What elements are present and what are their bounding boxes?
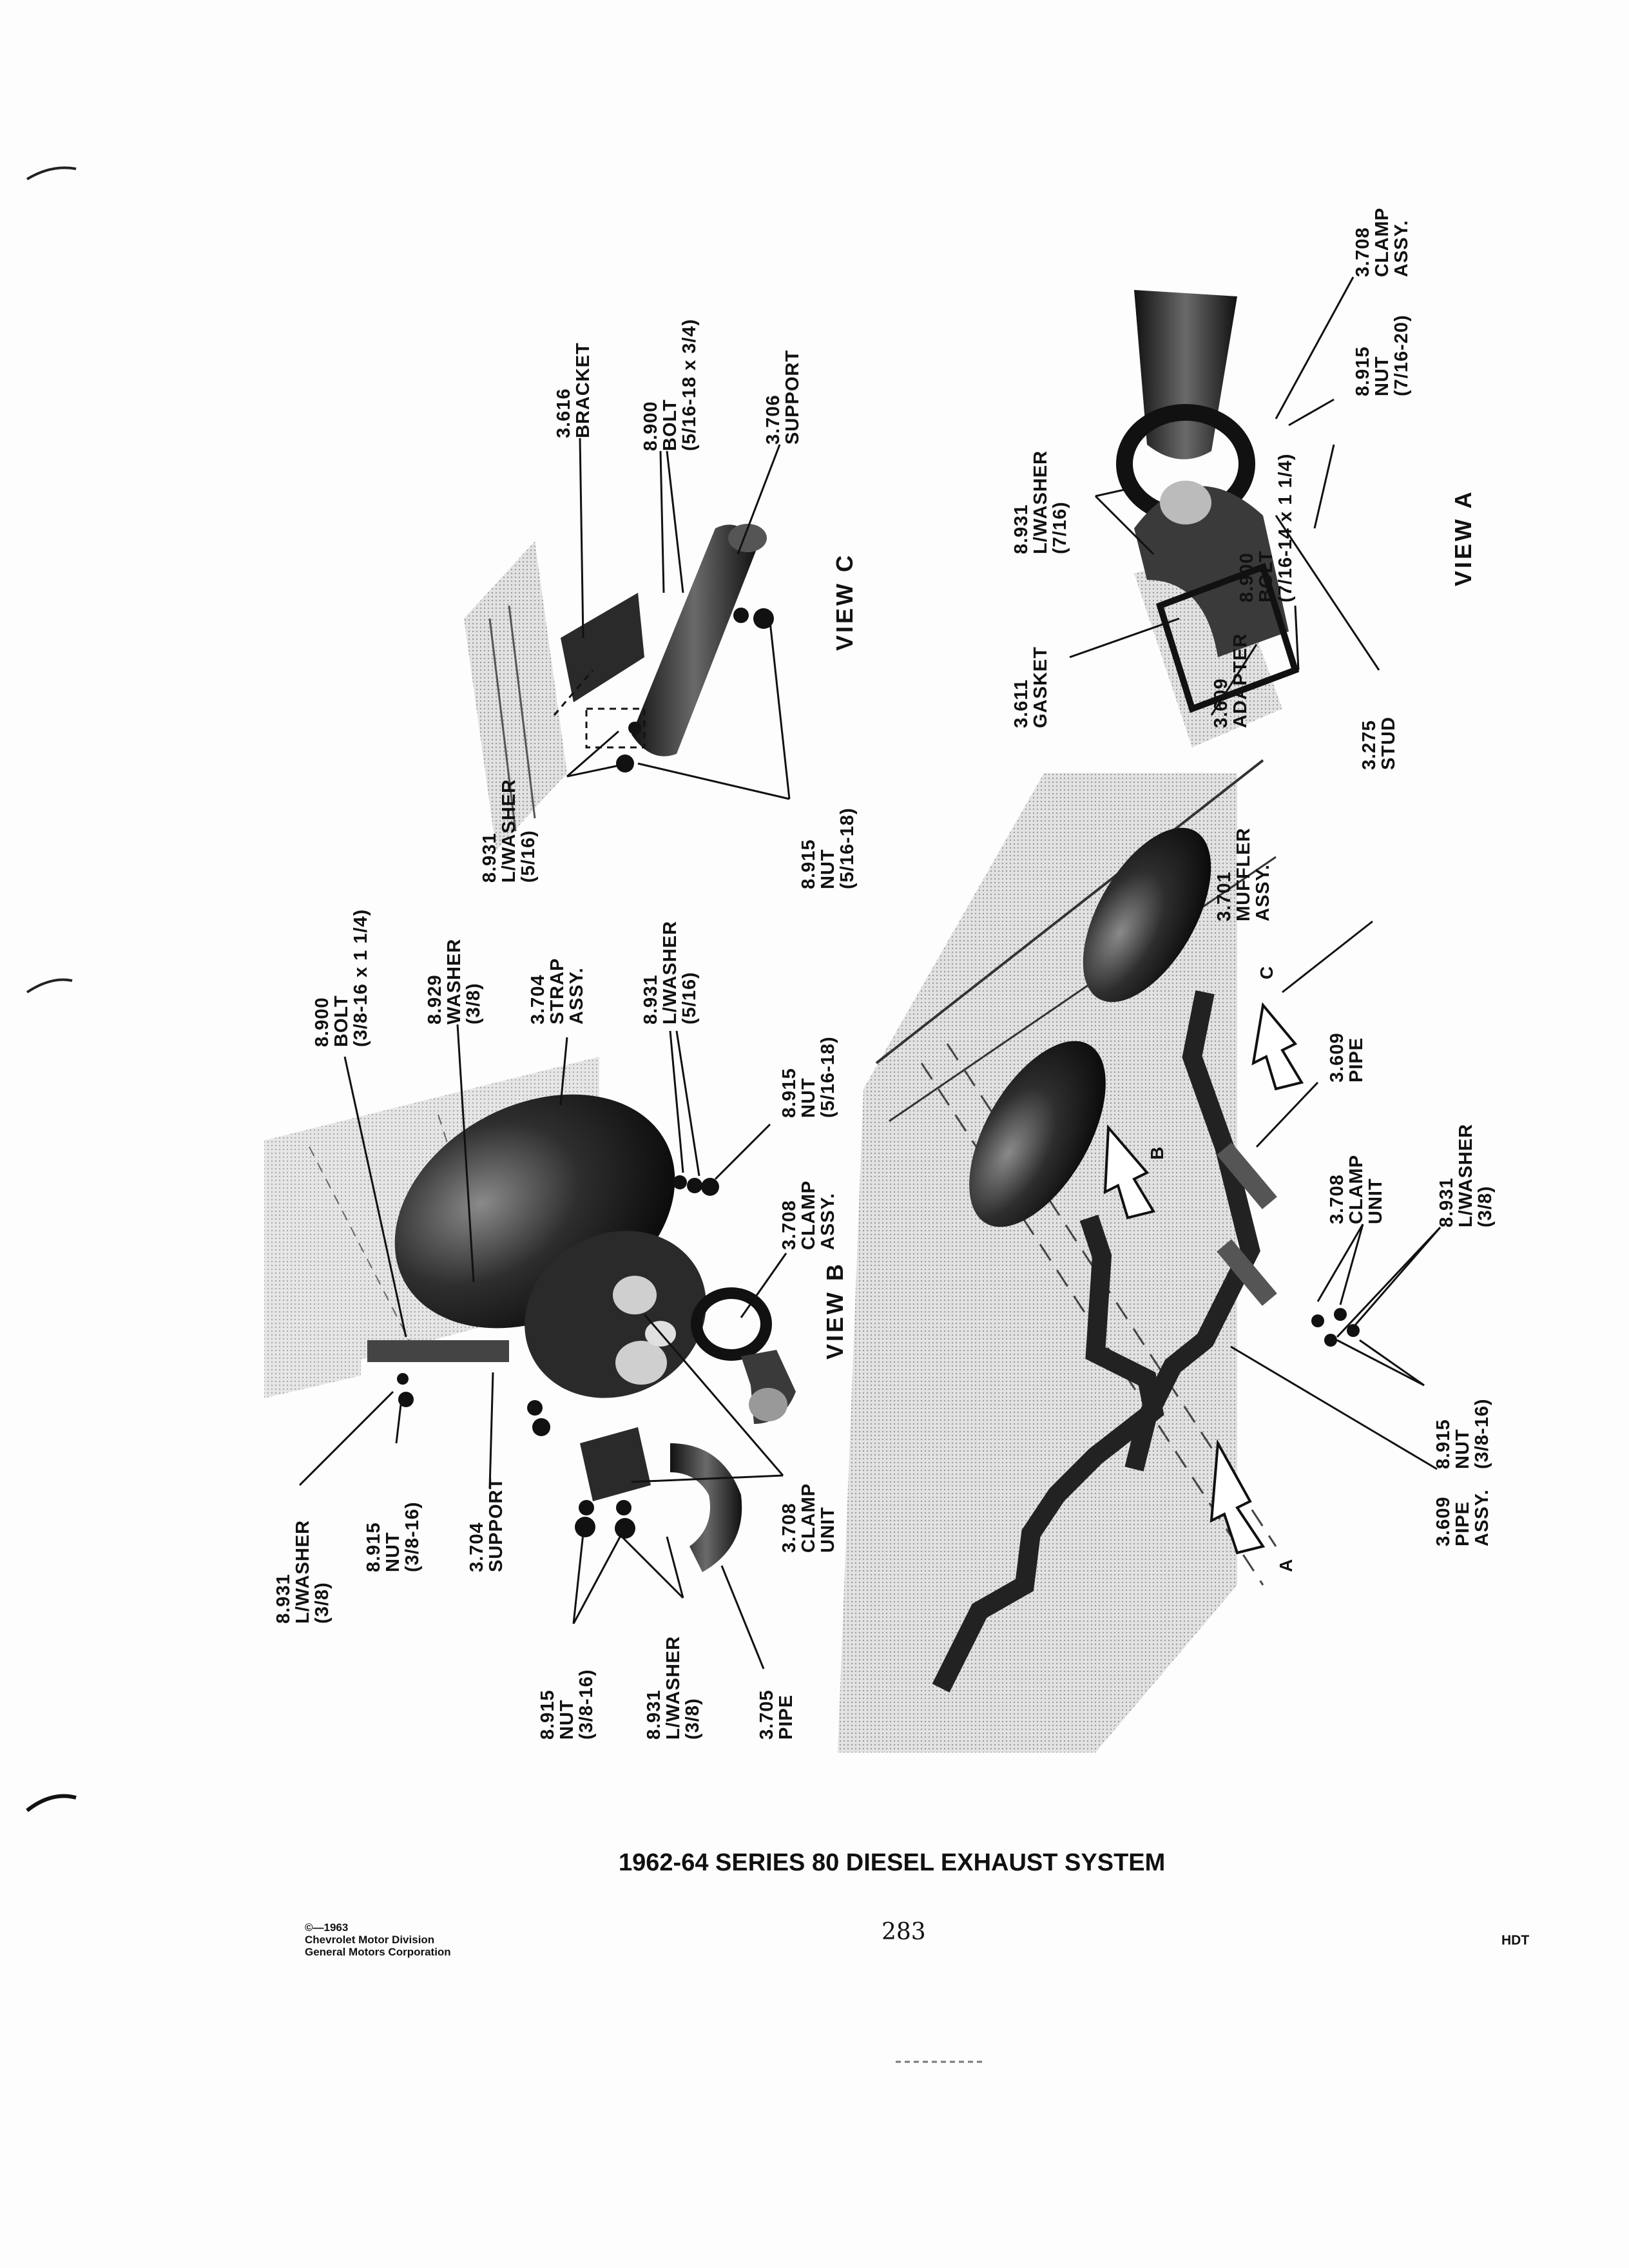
callout-a: A bbox=[1276, 1556, 1296, 1572]
view-c-drawing bbox=[464, 437, 791, 850]
arrow-b bbox=[1103, 1124, 1156, 1220]
view-b-title: VIEW B bbox=[822, 1261, 848, 1360]
page-title: 1962-64 SERIES 80 DIESEL EXHAUST SYSTEM bbox=[619, 1849, 1166, 1876]
footer-code: HDT bbox=[1501, 1933, 1530, 1948]
copyright-line-1: ©—1963 bbox=[305, 1921, 349, 1934]
binder-mark-top bbox=[26, 166, 77, 180]
view-a-title: VIEW A bbox=[1450, 489, 1476, 586]
callout-b: B bbox=[1147, 1144, 1167, 1160]
binder-mark-middle bbox=[26, 978, 73, 994]
view-b-drawing bbox=[264, 1024, 796, 1669]
page-number: 283 bbox=[882, 1919, 926, 1945]
binder-mark-bottom bbox=[26, 1794, 77, 1812]
copyright-line-2: Chevrolet Motor Division bbox=[305, 1934, 435, 1946]
view-c-title: VIEW C bbox=[831, 552, 858, 651]
copyright-block: ©—1963 Chevrolet Motor Division General … bbox=[305, 1921, 451, 1958]
copyright-line-3: General Motors Corporation bbox=[305, 1946, 451, 1958]
main-exhaust-drawing bbox=[838, 759, 1441, 1753]
arrow-a bbox=[1210, 1439, 1266, 1555]
arrow-c bbox=[1251, 1002, 1304, 1091]
callout-c: C bbox=[1257, 963, 1277, 979]
view-a-drawing bbox=[1069, 276, 1380, 747]
